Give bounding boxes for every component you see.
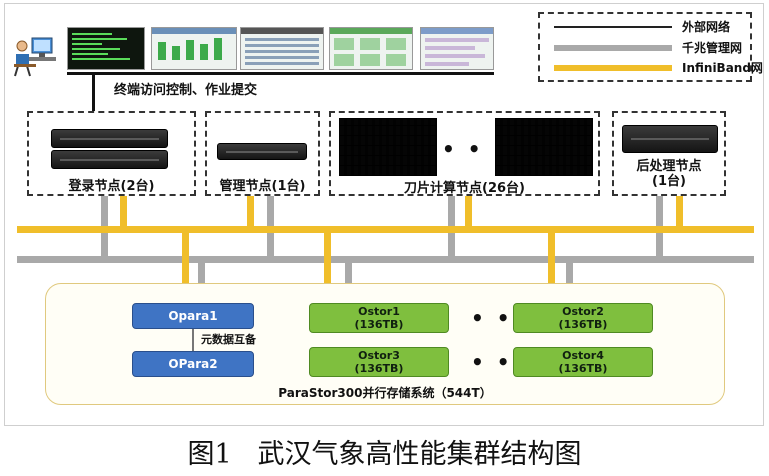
ostor2-node: Ostor2 (136TB) <box>513 303 653 333</box>
screen-monitor-4 <box>420 27 494 70</box>
login-node-label: 登录节点(2台) <box>68 179 155 194</box>
legend-label-gigabit: 千兆管理网 <box>682 41 743 55</box>
ostor1-size: (136TB) <box>354 318 404 331</box>
metadata-mirror-label: 元数据互备 <box>201 333 256 346</box>
storage-system-label: ParaStor300并行存储系统（544T） <box>278 386 492 400</box>
storage-gigabit-link-3 <box>566 263 573 283</box>
login-server-1 <box>51 129 168 148</box>
post-node-label-line1: 后处理节点 <box>636 159 702 174</box>
management-node-box: 管理节点(1台) <box>205 111 320 196</box>
metadata-mirror-link <box>192 329 194 351</box>
ostor2-name: Ostor2 <box>562 305 604 318</box>
storage-gigabit-link-2 <box>345 263 352 283</box>
legend: 外部网络 千兆管理网 InfiniBand网 <box>538 12 763 82</box>
external-network-drop <box>92 72 95 112</box>
screen-terminal-content <box>72 33 130 60</box>
login-server-2 <box>51 150 168 169</box>
storage-ib-link-3 <box>548 233 555 283</box>
infiniband-bus <box>17 226 754 233</box>
ostor2-size: (136TB) <box>558 318 608 331</box>
ostor3-name: Ostor3 <box>358 349 400 362</box>
screen-monitor-3 <box>329 27 413 70</box>
screen-monitor-2 <box>240 27 324 70</box>
external-network-line <box>67 72 494 75</box>
mgmt-ib-link <box>247 196 254 231</box>
post-ib-link <box>676 196 683 231</box>
user-terminal-icon <box>14 37 56 77</box>
post-node-label: 后处理节点 (1台) <box>614 159 724 189</box>
blade-ib-link <box>465 196 472 231</box>
post-server <box>622 125 718 153</box>
screen-monitor-1-content <box>152 28 236 60</box>
ostor1-name: Ostor1 <box>358 305 400 318</box>
legend-swatch-external <box>554 26 672 28</box>
storage-ib-link-2 <box>324 233 331 283</box>
post-node-box: 后处理节点 (1台) <box>612 111 726 196</box>
screen-monitor-4-content <box>421 28 493 66</box>
figure-caption: 图1 武汉气象高性能集群结构图 <box>187 439 582 470</box>
legend-swatch-infiniband <box>554 65 672 71</box>
blade-chassis-1 <box>339 118 437 176</box>
ostor4-size: (136TB) <box>558 362 608 375</box>
ostor3-size: (136TB) <box>354 362 404 375</box>
ostor3-node: Ostor3 (136TB) <box>309 347 449 377</box>
screen-monitor-2-content <box>241 28 323 65</box>
management-server <box>217 143 307 160</box>
blade-chassis-2 <box>495 118 593 176</box>
gigabit-bus <box>17 256 754 263</box>
management-node-label: 管理节点(1台) <box>219 179 306 194</box>
legend-label-external: 外部网络 <box>682 20 731 34</box>
ostor4-node: Ostor4 (136TB) <box>513 347 653 377</box>
legend-label-infiniband: InfiniBand网 <box>682 61 763 75</box>
ostor4-name: Ostor4 <box>562 349 604 362</box>
ostor1-node: Ostor1 (136TB) <box>309 303 449 333</box>
opara1-node: Opara1 <box>132 303 254 329</box>
screen-monitor-3-content <box>330 28 412 66</box>
screen-monitor-1 <box>151 27 237 70</box>
storage-system-box: Opara1 元数据互备 OPara2 Ostor1 (136TB) • • •… <box>45 283 725 405</box>
login-node-box: 登录节点(2台) <box>27 111 196 196</box>
blade-node-label: 刀片计算节点(26台) <box>404 181 525 196</box>
terminal-label: 终端访问控制、作业提交 <box>114 83 258 98</box>
post-node-label-line2: (1台) <box>652 174 686 189</box>
blade-node-box: • • • 刀片计算节点(26台) <box>329 111 600 196</box>
opara2-node: OPara2 <box>132 351 254 377</box>
figure-frame <box>4 3 764 426</box>
screen-terminal <box>67 27 145 70</box>
storage-ib-link-1 <box>182 233 189 283</box>
storage-gigabit-link-1 <box>198 263 205 283</box>
legend-swatch-gigabit <box>554 45 672 51</box>
login-ib-link <box>120 196 127 231</box>
